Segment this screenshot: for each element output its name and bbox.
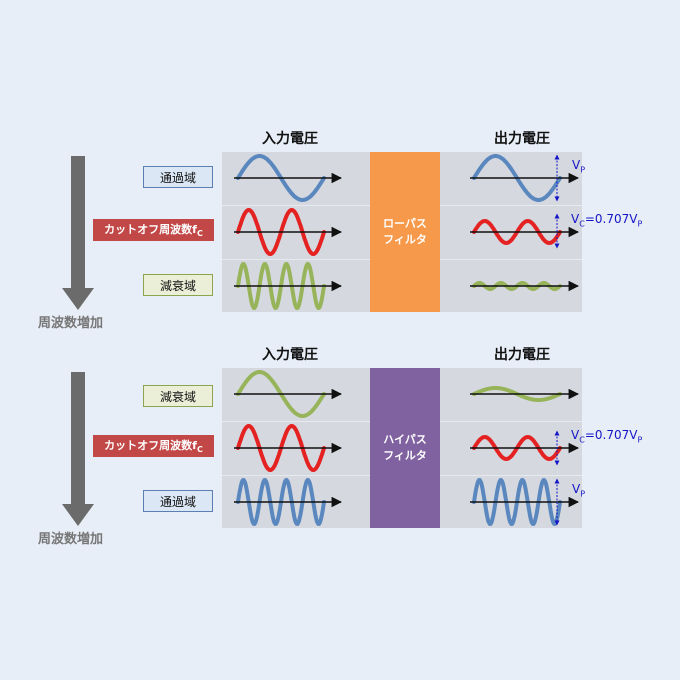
top-output-header: 出力電圧 <box>494 131 550 147</box>
top-vp-label: VP <box>572 158 586 175</box>
top-label-passband: 通過域 <box>143 166 213 188</box>
filter-text-line2: フィルタ <box>383 449 427 462</box>
bottom-vc-label: VC=0.707VP <box>571 428 643 445</box>
divider <box>222 475 370 476</box>
top-frequency-arrow <box>62 156 94 310</box>
bottom-label-passband: 通過域 <box>143 490 213 512</box>
divider <box>222 205 370 206</box>
top-label-stopband: 減衰域 <box>143 274 213 296</box>
bottom-increase-label: 周波数増加 <box>38 532 104 547</box>
top-increase-label: 周波数増加 <box>38 316 104 331</box>
bottom-vp-label: VP <box>572 482 586 499</box>
top-label-cutoff: カットオフ周波数fC <box>93 219 214 241</box>
bottom-input-header: 入力電圧 <box>262 347 318 363</box>
divider <box>440 205 582 206</box>
bottom-frequency-arrow <box>62 372 94 526</box>
bottom-output-header: 出力電圧 <box>494 347 550 363</box>
filter-text-line2: フィルタ <box>383 233 427 246</box>
lowpass-filter-block: ローパス フィルタ <box>370 152 440 312</box>
filter-text-line1: ハイパス <box>383 433 427 446</box>
bottom-label-cutoff: カットオフ周波数fC <box>93 435 214 457</box>
divider <box>440 475 582 476</box>
highpass-filter-block: ハイパス フィルタ <box>370 368 440 528</box>
filter-text-line1: ローパス <box>383 217 427 230</box>
top-input-header: 入力電圧 <box>262 131 318 147</box>
divider <box>222 421 370 422</box>
divider <box>440 421 582 422</box>
divider <box>440 259 582 260</box>
top-vc-label: VC=0.707VP <box>571 212 643 229</box>
bottom-label-stopband: 減衰域 <box>143 385 213 407</box>
divider <box>222 259 370 260</box>
